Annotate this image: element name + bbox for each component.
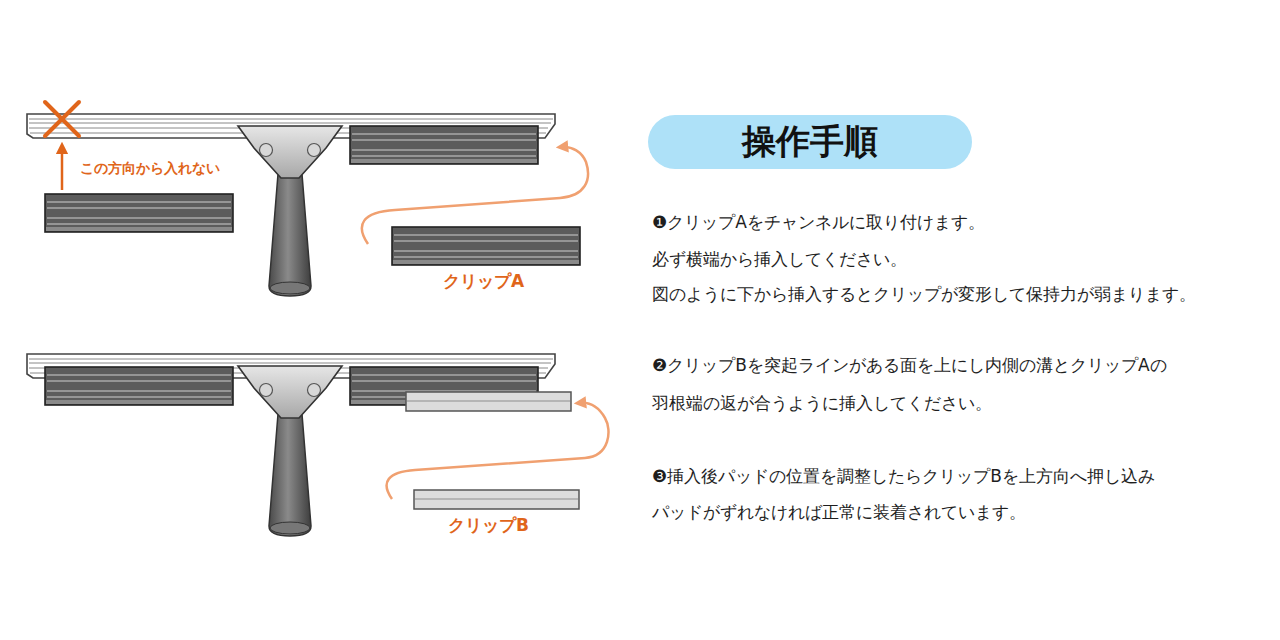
clip-b-loose <box>414 490 579 509</box>
insert-arrow <box>387 403 609 499</box>
figure-1 <box>27 102 588 296</box>
instruction-line: パッドがずれなければ正常に装着されています。 <box>652 502 1026 522</box>
instruction-line: ❶クリップAをチャンネルに取り付けます。 <box>652 212 985 232</box>
cross-mark <box>45 102 79 136</box>
warning-label: この方向から入れない <box>80 160 220 177</box>
instruction-line: 図のように下から挿入するとクリップが変形して保持力が弱まります。 <box>652 284 1196 304</box>
part-name: クリップB <box>448 515 529 535</box>
figure-2 <box>27 354 608 536</box>
clip-a-loose <box>392 227 580 265</box>
squeegee-holder <box>238 126 342 296</box>
instruction-line: 必ず横端から挿入してください。 <box>652 249 907 269</box>
wrong-direction-arrow <box>61 148 64 190</box>
instruction-line: ❷クリップBを突起ラインがある面を上にし内側の溝とクリップAの <box>652 355 1167 375</box>
insert-arrow <box>362 147 588 244</box>
clip-b-installed <box>406 392 571 411</box>
clip-a-installed <box>45 367 233 405</box>
instruction-line: 羽根端の返が合うように挿入してください。 <box>652 393 992 413</box>
clip-a-wrong <box>45 194 233 232</box>
clip-a-installed <box>350 126 538 164</box>
part-name: クリップA <box>443 271 524 291</box>
title: 操作手順 <box>742 119 878 165</box>
squeegee-holder <box>238 366 342 536</box>
instruction-line: ❸挿入後パッドの位置を調整したらクリップBを上方向へ押し込み <box>652 466 1155 486</box>
title-band: 操作手順 <box>648 115 972 169</box>
